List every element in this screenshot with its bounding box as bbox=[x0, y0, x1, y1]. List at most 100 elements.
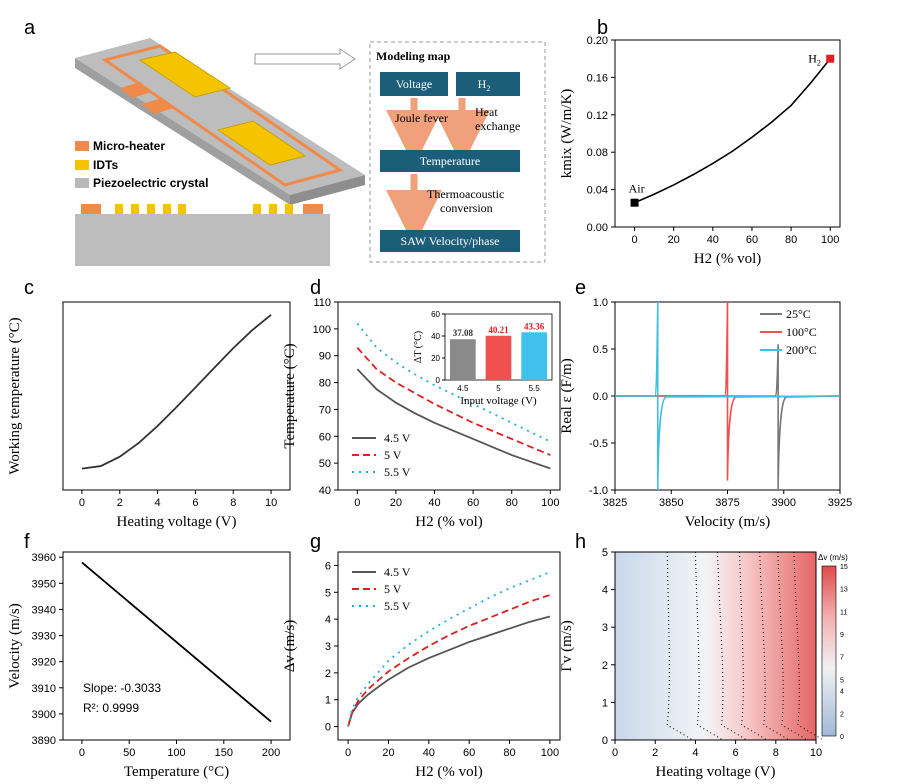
annotation-r2: R²: 0.9999 bbox=[83, 701, 139, 715]
x-tick-label: 0 bbox=[79, 497, 85, 509]
heater-pad-2 bbox=[142, 98, 174, 114]
y-tick-label: 70 bbox=[319, 404, 331, 416]
colorbar-tick-label: 11 bbox=[840, 609, 847, 616]
y-tick-label: -1.0 bbox=[589, 485, 608, 497]
marker-label: Air bbox=[629, 182, 645, 196]
box-saw bbox=[380, 230, 520, 252]
device-illustration bbox=[75, 38, 365, 205]
marker-label: H2 bbox=[808, 52, 821, 68]
y-tick-label: 1 bbox=[602, 697, 608, 709]
x-tick-label: 2 bbox=[117, 497, 123, 509]
colorbar-tick-label: 15 bbox=[840, 564, 848, 571]
y-tick-label: 3910 bbox=[32, 683, 56, 695]
legend-label: 5.5 V bbox=[384, 599, 411, 613]
x-tick-label: 200 bbox=[262, 747, 280, 759]
plot-frame bbox=[337, 551, 561, 741]
series-0-line bbox=[356, 368, 551, 470]
y-tick-label: 3960 bbox=[32, 552, 56, 564]
y-tick-label: 0.12 bbox=[587, 110, 608, 122]
inset-x-tick-label: 5 bbox=[496, 384, 501, 393]
box-h2-label: H2 bbox=[478, 77, 491, 93]
y-axis-label: Velocity (m/s) bbox=[7, 603, 23, 688]
y-tick-label: 0 bbox=[325, 722, 331, 734]
label-thermo-1: Thermoacoustic bbox=[427, 187, 504, 201]
x-tick-label: 8 bbox=[773, 747, 779, 759]
contour-line bbox=[694, 551, 722, 740]
y-tick-label: 2 bbox=[325, 668, 331, 680]
cs-idt bbox=[178, 204, 186, 214]
y-axis-label: kmix (W/m/K) bbox=[559, 89, 575, 179]
y-tick-label: 4 bbox=[325, 614, 331, 626]
crystal-side bbox=[290, 175, 365, 205]
x-tick-label: 20 bbox=[382, 747, 394, 759]
contour-line bbox=[716, 551, 746, 740]
plot-frame bbox=[337, 301, 561, 491]
x-tick-label: 3925 bbox=[828, 497, 852, 509]
x-axis-label: Temperature (°C) bbox=[124, 764, 229, 780]
label-heat-1: Heat bbox=[475, 105, 498, 119]
y-tick-label: 4 bbox=[602, 585, 608, 597]
y-tick-label: 0.00 bbox=[587, 222, 608, 234]
inset-x-tick-label: 4.5 bbox=[457, 384, 469, 393]
x-tick-label: 50 bbox=[123, 747, 135, 759]
inset-bar-label: 43.36 bbox=[524, 321, 545, 331]
inset-bar bbox=[521, 332, 548, 380]
inset-y-tick-label: 0 bbox=[436, 376, 441, 385]
contour-line bbox=[666, 551, 692, 740]
modeling-map-title: Modeling map bbox=[376, 49, 451, 63]
contour-line bbox=[777, 551, 807, 740]
x-tick-label: 4 bbox=[155, 497, 161, 509]
label-thermo-2: conversion bbox=[440, 201, 493, 215]
x-tick-label: 40 bbox=[707, 234, 719, 246]
x-tick-label: 10 bbox=[810, 747, 822, 759]
y-tick-label: 2 bbox=[602, 660, 608, 672]
box-temperature-label: Temperature bbox=[420, 154, 480, 168]
panel-letter-a: a bbox=[24, 17, 36, 39]
y-tick-label: 100 bbox=[313, 324, 331, 336]
y-tick-label: 0.08 bbox=[587, 147, 608, 159]
panel-letter-b: b bbox=[597, 17, 608, 39]
x-tick-label: 60 bbox=[746, 234, 758, 246]
panel-letter-h: h bbox=[575, 531, 586, 553]
cs-idt bbox=[253, 204, 261, 214]
legend-label-crystal: Piezoelectric crystal bbox=[93, 176, 208, 190]
legend-swatch-idt bbox=[75, 160, 89, 170]
x-tick-label: 0 bbox=[612, 747, 618, 759]
cs-idt bbox=[115, 204, 123, 214]
cross-section bbox=[75, 204, 330, 266]
legend-swatch-crystal bbox=[75, 178, 89, 188]
legend-label: 5 V bbox=[384, 448, 402, 462]
y-tick-label: 5 bbox=[325, 587, 331, 599]
x-tick-label: 0 bbox=[345, 747, 351, 759]
box-saw-label: SAW Velocity/phase bbox=[401, 234, 500, 248]
y-tick-label: 80 bbox=[319, 378, 331, 390]
y-tick-label: 50 bbox=[319, 458, 331, 470]
legend-label: 100°C bbox=[786, 325, 817, 339]
panel-letter-d: d bbox=[310, 277, 321, 299]
legend-label: 4.5 V bbox=[384, 431, 411, 445]
marker bbox=[826, 54, 835, 63]
y-tick-label: 0.5 bbox=[593, 344, 608, 356]
inset-x-axis-label: Input voltage (V) bbox=[460, 395, 537, 407]
x-tick-label: 0 bbox=[354, 497, 360, 509]
y-tick-label: 6 bbox=[325, 560, 331, 572]
cs-idt bbox=[147, 204, 155, 214]
y-tick-label: 3890 bbox=[32, 735, 56, 747]
x-tick-label: 8 bbox=[230, 497, 236, 509]
x-tick-label: 10 bbox=[265, 497, 277, 509]
x-tick-label: 100 bbox=[541, 497, 559, 509]
y-tick-label: 40 bbox=[319, 485, 331, 497]
panel-letter-c: c bbox=[24, 277, 34, 299]
x-axis-label: H2 (% vol) bbox=[694, 251, 762, 267]
inset-x-tick-label: 5.5 bbox=[529, 384, 541, 393]
x-tick-label: 0 bbox=[79, 747, 85, 759]
x-tick-label: 4 bbox=[692, 747, 698, 759]
x-tick-label: 3875 bbox=[715, 497, 739, 509]
contour-line bbox=[739, 551, 767, 740]
heatmap-field bbox=[615, 552, 816, 740]
device-legend: Micro-heater IDTs Piezoelectric crystal bbox=[75, 139, 208, 190]
